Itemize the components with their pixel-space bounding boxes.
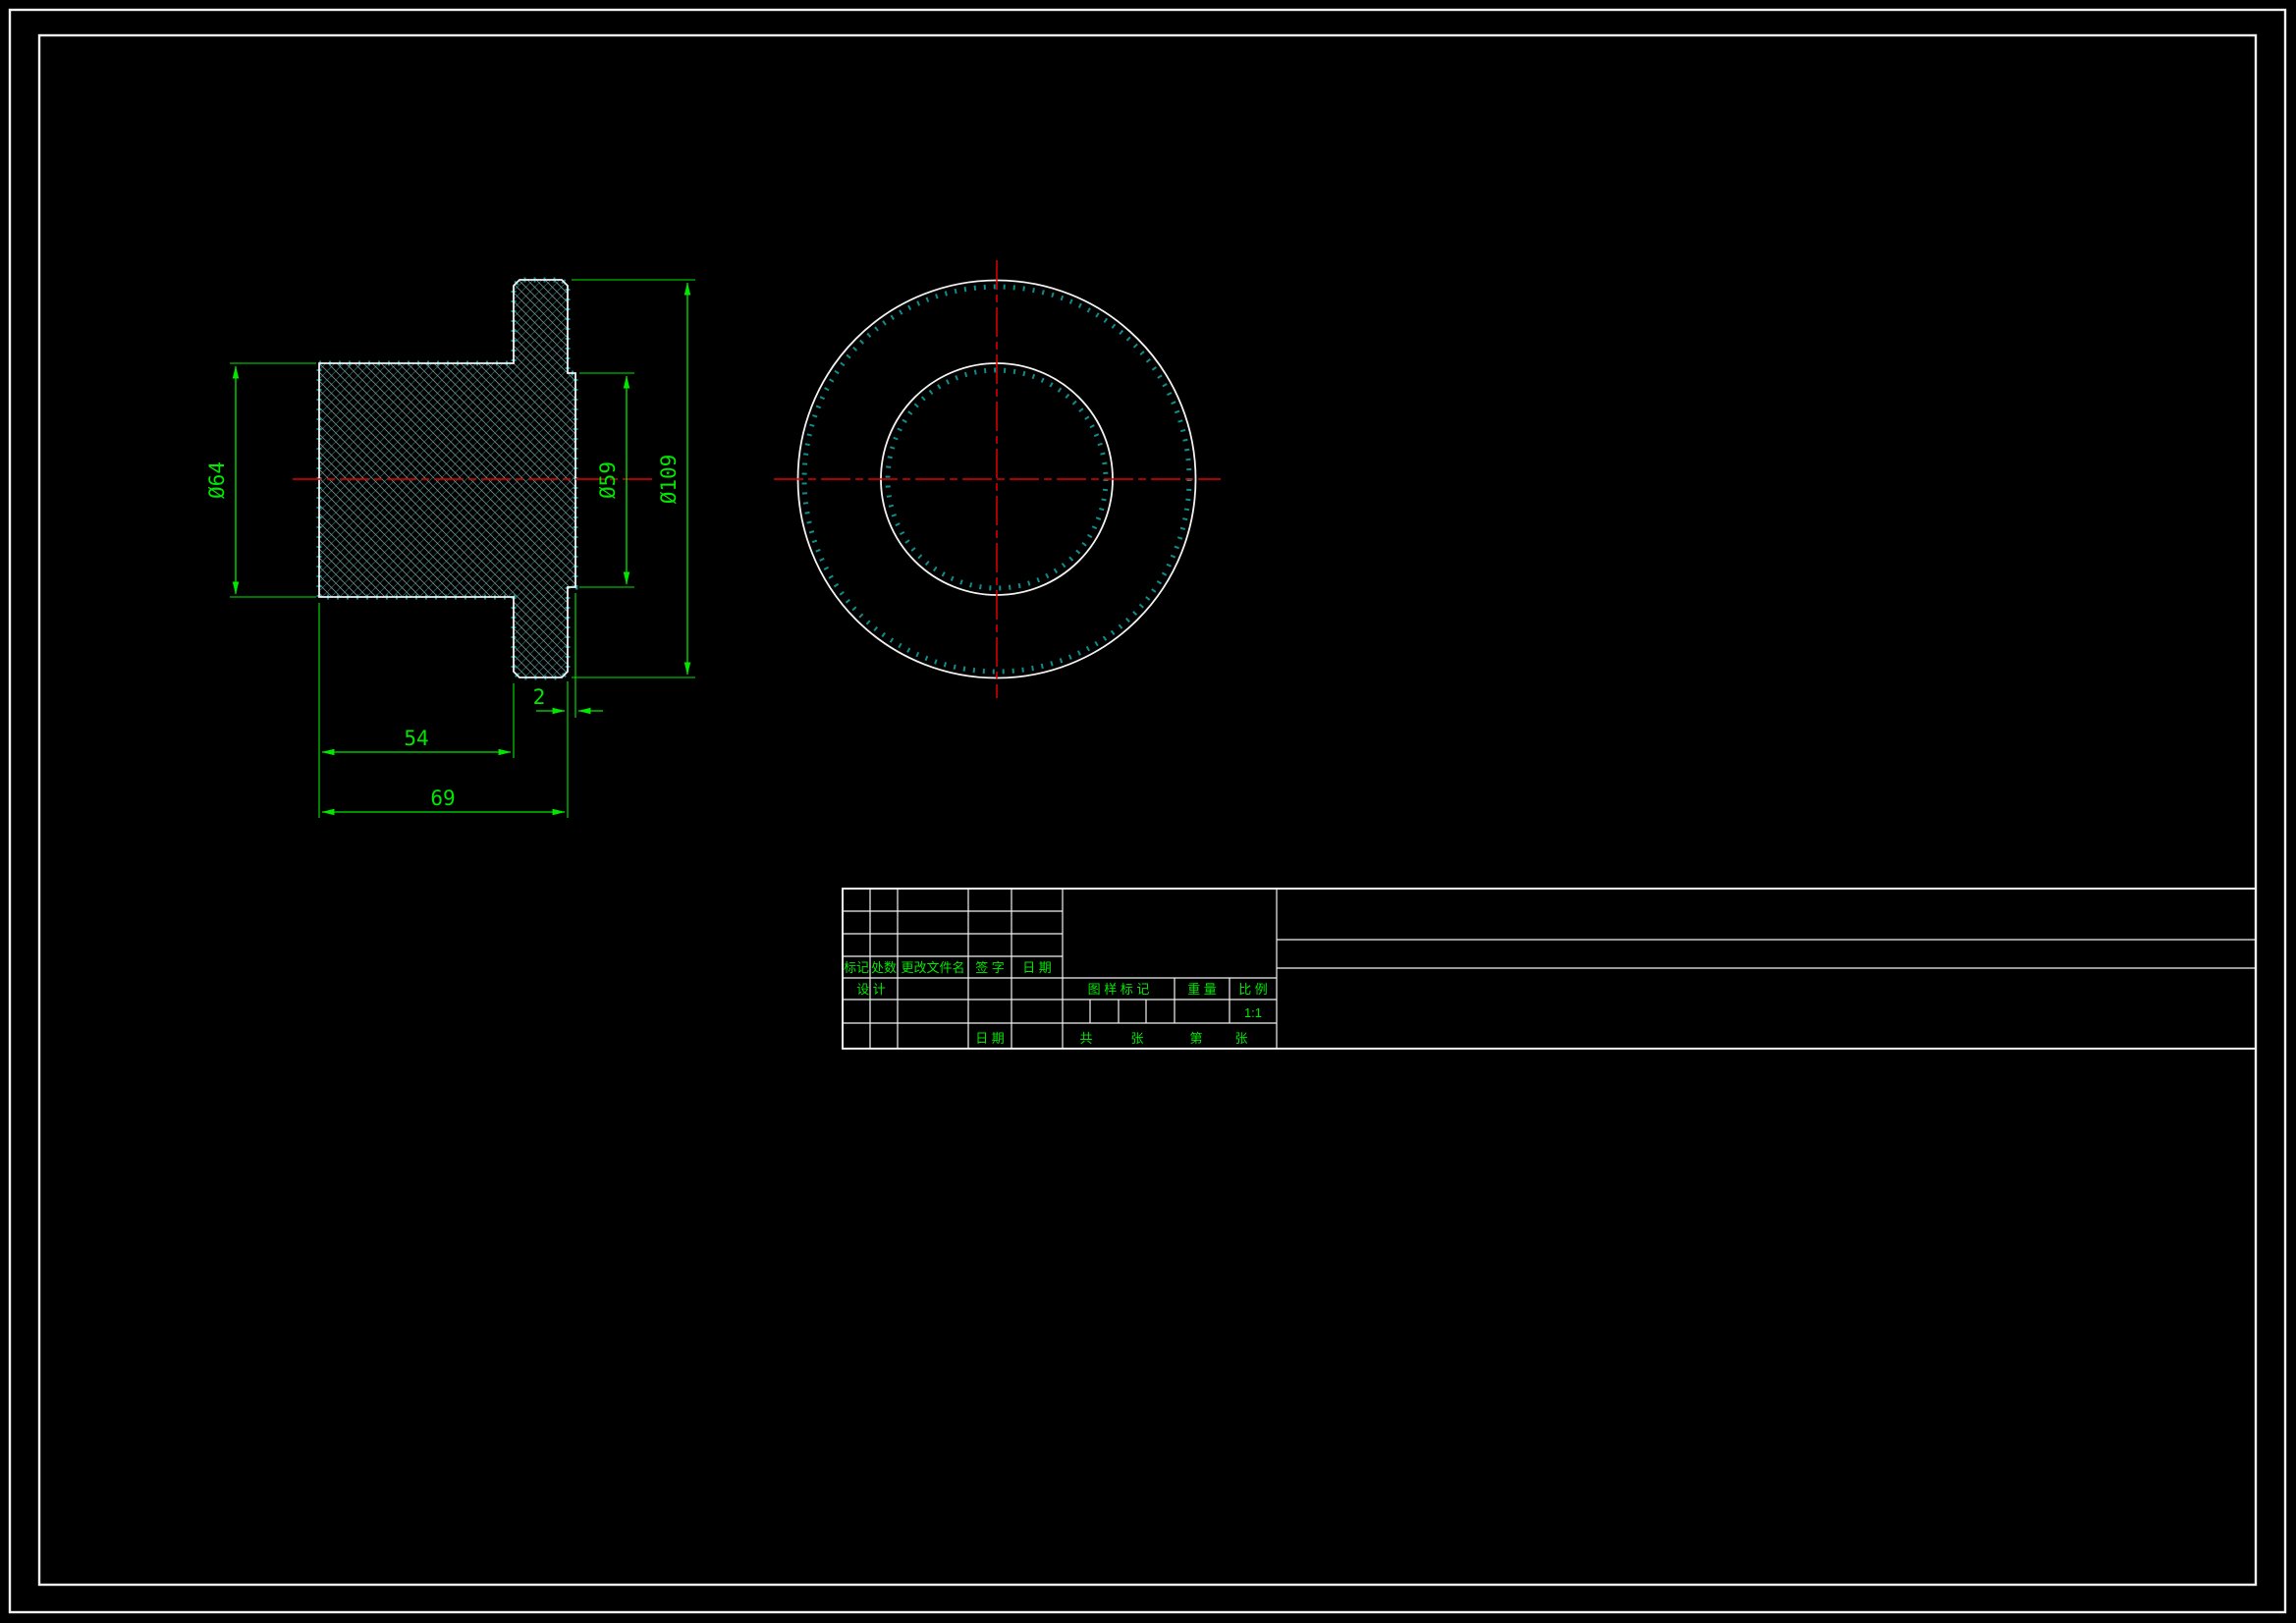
ext-lines-d59 [579, 372, 634, 588]
dimensions: Ø64 Ø59 Ø109 2 54 69 [205, 279, 695, 818]
titleblock-label-weight: 重 量 [1187, 982, 1217, 997]
ext-lines-d64 [230, 362, 316, 598]
dim-text-54: 54 [404, 727, 428, 750]
title-block-grid-vertical [869, 889, 1278, 1049]
section-view [293, 277, 652, 680]
ext-lines-lengths [318, 603, 515, 818]
ext-lines-d109 [572, 279, 695, 678]
dim-text-d64: Ø64 [205, 461, 229, 499]
titleblock-label-signature: 签 字 [975, 960, 1005, 975]
titleblock-scale-value: 1:1 [1244, 1005, 1262, 1020]
titleblock-label-sheets: 张 [1130, 1031, 1143, 1046]
outer-border-frame [8, 8, 2287, 1614]
front-view [774, 260, 1221, 698]
titleblock-label-date: 日 期 [1022, 960, 1052, 975]
titleblock-label-date2: 日 期 [975, 1031, 1005, 1046]
dim-text-d59: Ø59 [596, 461, 620, 499]
titleblock-label-count: 处数 [871, 960, 897, 975]
titleblock-label-drawing-mark: 图 样 标 记 [1088, 982, 1150, 997]
dim-text-step: 2 [533, 685, 546, 709]
titleblock-label-change-file: 更改文件名 [901, 960, 964, 975]
titleblock-label-sheet2: 张 [1234, 1031, 1247, 1046]
ext-lines-step [567, 593, 576, 818]
dim-text-69: 69 [430, 786, 455, 810]
dim-text-d109: Ø109 [657, 455, 681, 505]
section-outline [318, 279, 576, 678]
title-block: 标记 处数 更改文件名 签 字 日 期 设 计 图 样 标 记 重 量 比 例 … [842, 888, 2257, 1050]
titleblock-label-mark: 标记 [844, 960, 869, 975]
inner-border-frame [37, 33, 2258, 1587]
titleblock-label-design: 设 计 [856, 982, 886, 997]
titleblock-label-number: 第 [1189, 1031, 1202, 1046]
titleblock-label-total: 共 [1079, 1031, 1092, 1046]
titleblock-label-scale: 比 例 [1238, 982, 1268, 997]
title-block-grid-horizontal [843, 910, 2256, 1024]
